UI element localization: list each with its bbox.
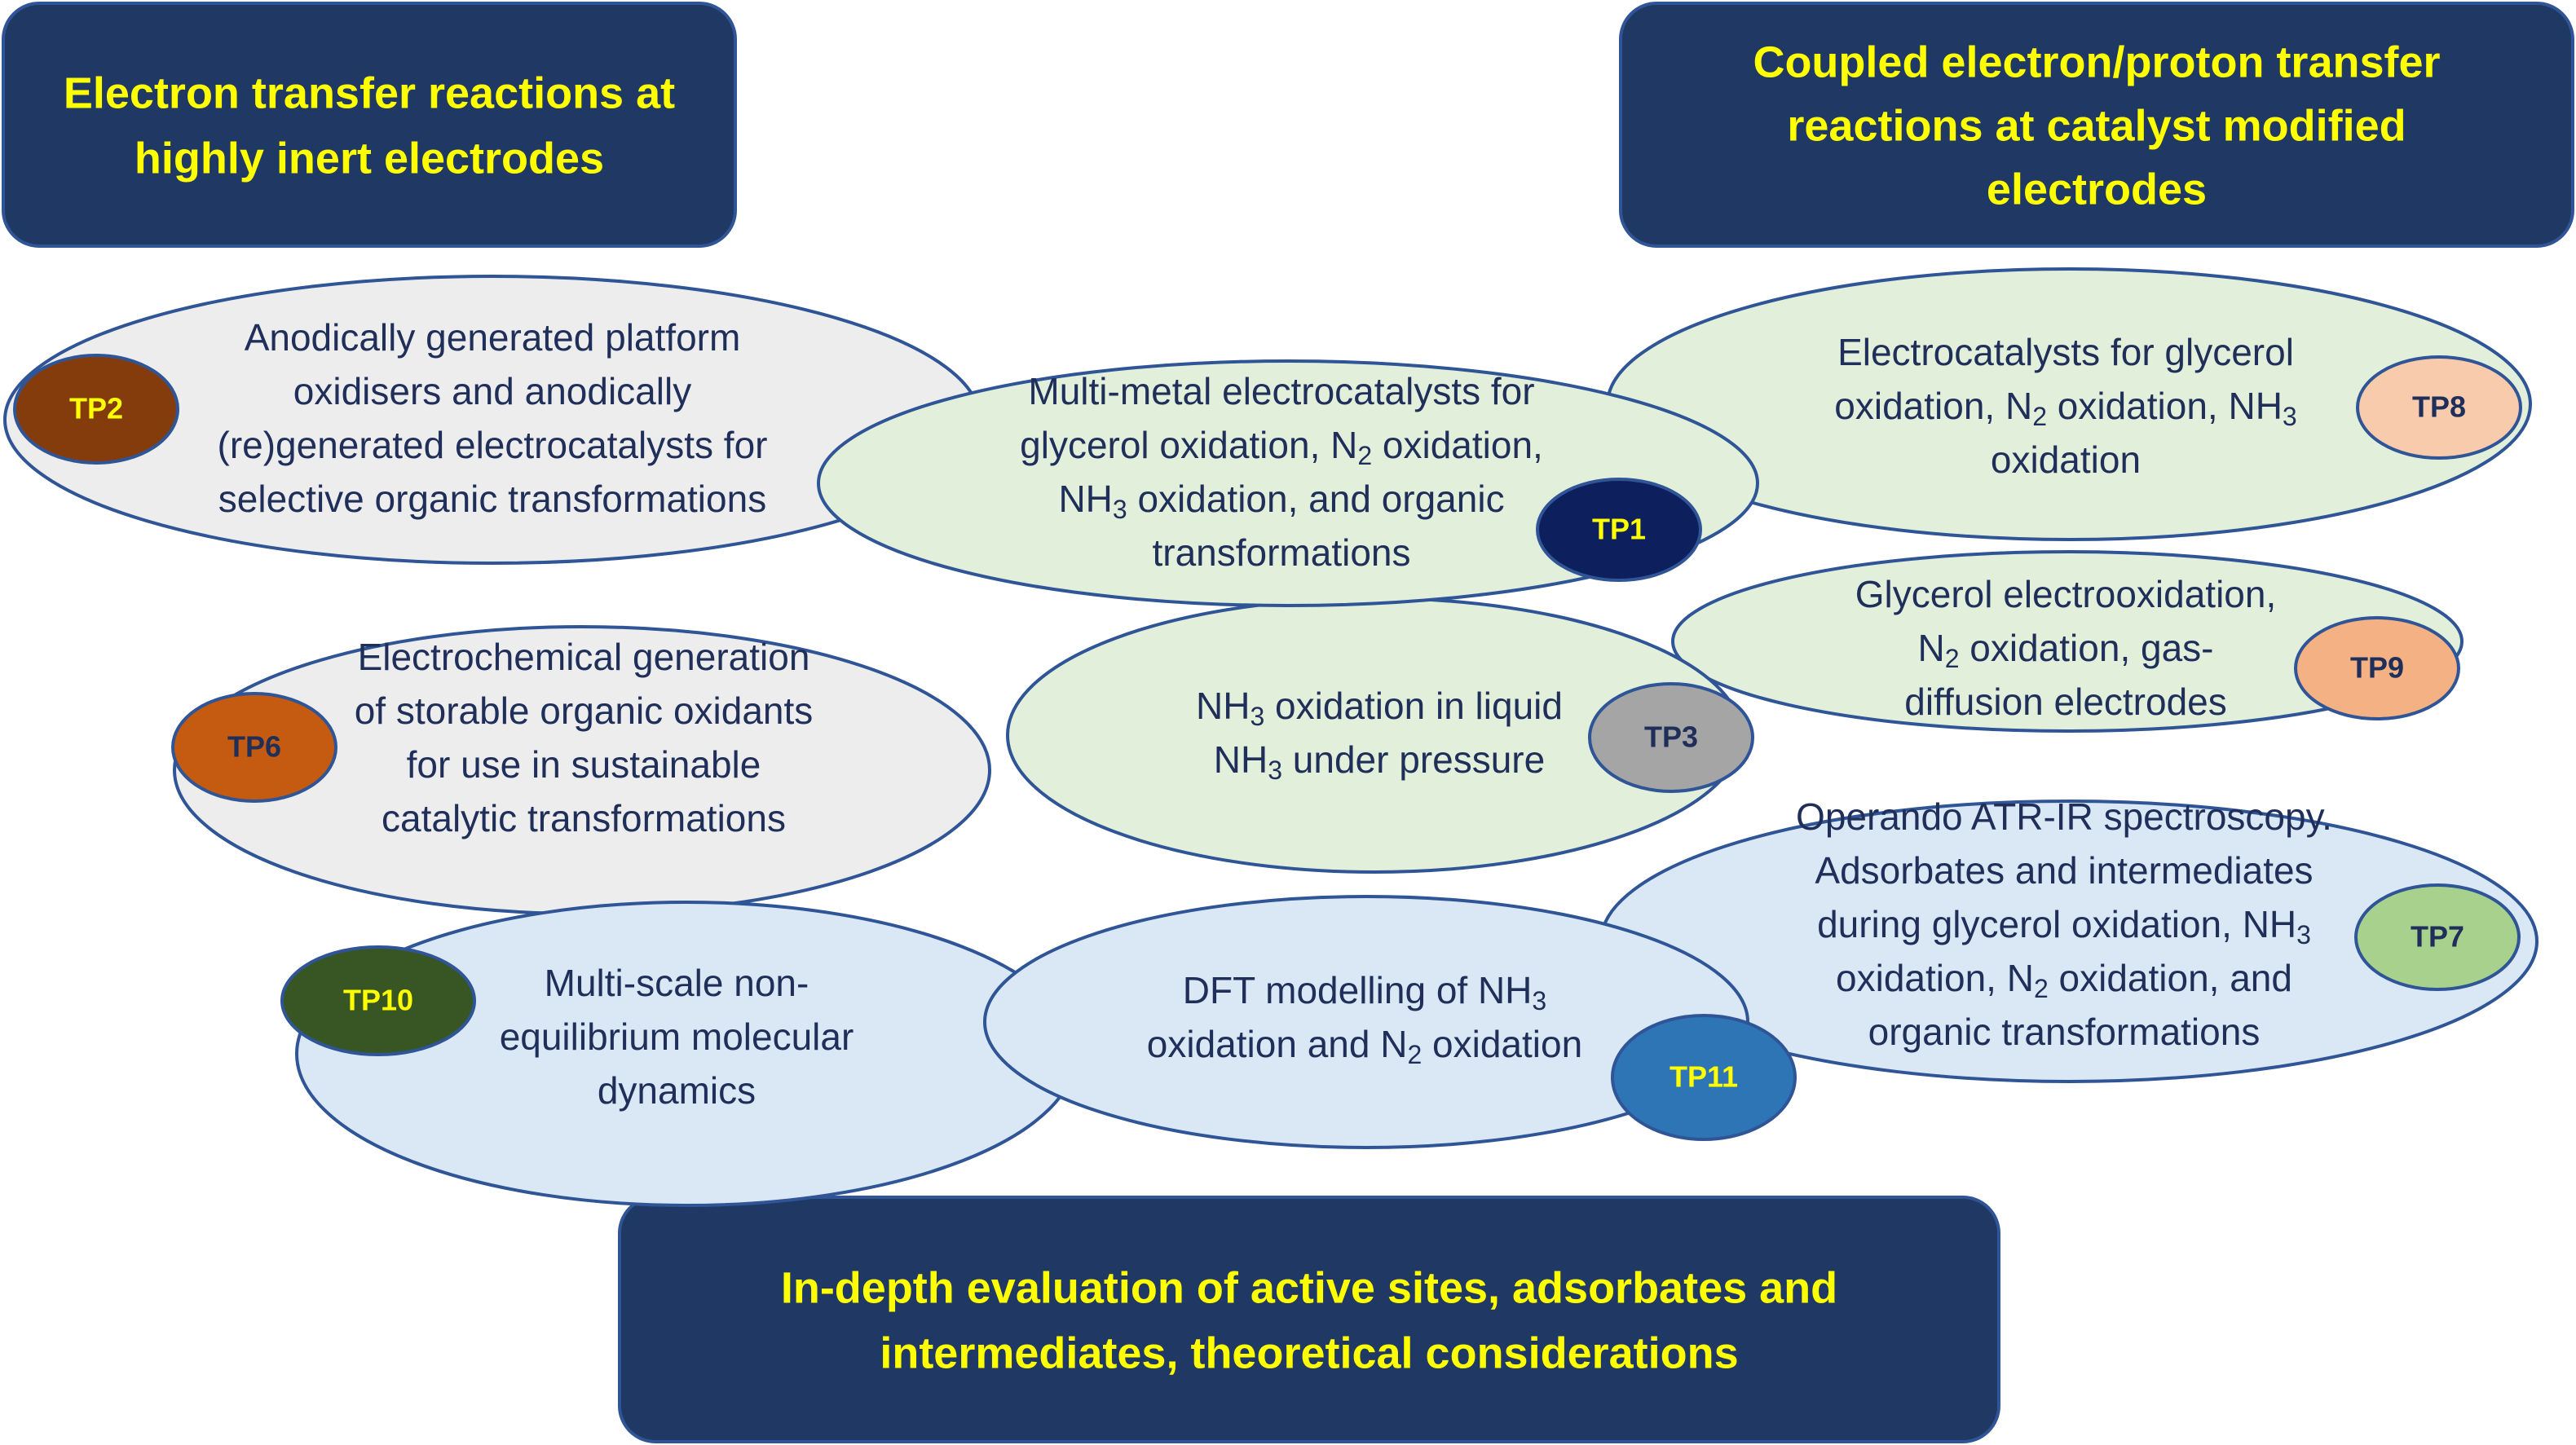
badge-label: TP3	[1644, 720, 1698, 754]
header-line: electrodes	[1987, 165, 2207, 214]
hdr-inert-box: Electron transfer reactions at highly ine…	[2, 2, 737, 248]
tp1-description: Multi-metal electrocatalysts for glycerol…	[1020, 370, 1543, 574]
badge-label: TP8	[2412, 390, 2466, 424]
description-line: oxidation	[1991, 438, 2141, 481]
description-line: catalytic transformations	[382, 797, 786, 839]
badge-label: TP1	[1592, 513, 1646, 546]
tp11-badge: TP11	[1611, 1014, 1797, 1141]
header-line: Electron transfer reactions at	[64, 68, 675, 117]
description-line: of storable organic oxidants	[355, 689, 814, 732]
topic-texts: Anodically generated platform oxidisers a…	[218, 316, 2332, 1112]
description-line: equilibrium molecular	[500, 1015, 854, 1058]
tp7-description: Operando ATR-IR spectroscopy. Adsorbates …	[1796, 795, 2332, 1053]
tp10-badge: TP10	[280, 945, 476, 1056]
tp8-description: Electrocatalysts for glycerol oxidation, …	[1834, 331, 2296, 481]
header-box-background	[618, 1196, 2000, 1443]
badge-label: TP2	[69, 392, 123, 425]
description-line: (re)generated electrocatalysts for	[218, 424, 768, 466]
badge-background	[171, 692, 337, 803]
tp1-badge: TP1	[1536, 478, 1702, 582]
description-line: transformations	[1152, 531, 1410, 574]
description-line: NH3​ under pressure	[1214, 738, 1545, 785]
header-line: intermediates, theoretical consideration…	[880, 1328, 1738, 1377]
description-line: glycerol oxidation, N2​ oxidation,	[1020, 424, 1543, 470]
header-line: reactions at catalyst modified	[1787, 101, 2406, 150]
description-line: for use in sustainable	[407, 743, 761, 786]
hdr-evaluation-box: In-depth evaluation of active sites, ads…	[618, 1196, 2000, 1443]
badge-background	[2356, 355, 2522, 460]
tp3-badge: TP3	[1588, 682, 1754, 793]
topic-ellipses	[3, 267, 2539, 1207]
description-line: Multi-scale non-	[545, 962, 809, 1004]
description-line: Anodically generated platform	[245, 316, 741, 359]
badge-label: TP6	[227, 730, 281, 764]
description-line: DFT modelling of NH3​	[1183, 969, 1546, 1015]
tp10-description: Multi-scale non-equilibrium molecular dyn…	[500, 962, 854, 1112]
description-line: Electrocatalysts for glycerol	[1837, 331, 2294, 373]
tp6-description: Electrochemical generation of storable or…	[355, 636, 814, 839]
tp9-description: Glycerol electrooxidation, N2​ oxidation,…	[1855, 573, 2276, 723]
tp2-badge: TP2	[13, 354, 179, 465]
tp9-ellipse	[1671, 550, 2464, 733]
header-line: In-depth evaluation of active sites, ads…	[781, 1263, 1837, 1312]
tp6-badge: TP6	[171, 692, 337, 803]
description-line: NH3​ oxidation, and organic	[1058, 478, 1504, 524]
tp8-badge: TP8	[2356, 355, 2522, 460]
badge-background	[1588, 682, 1754, 793]
description-line: oxidisers and anodically	[293, 370, 691, 412]
badge-label: TP7	[2411, 920, 2464, 954]
description-line: selective organic transformations	[218, 478, 766, 520]
badge-background	[1536, 478, 1702, 582]
description-line: oxidation and N2​ oxidation	[1147, 1023, 1582, 1069]
description-line: Electrochemical generation	[358, 636, 810, 678]
badge-label: TP9	[2350, 651, 2404, 685]
description-line: Operando ATR-IR spectroscopy.	[1796, 795, 2332, 838]
description-line: organic transformations	[1868, 1011, 2261, 1053]
badge-background	[280, 945, 476, 1056]
tp1-ellipse	[817, 359, 1759, 607]
tp2-description: Anodically generated platform oxidisers a…	[218, 316, 768, 520]
badge-background	[2294, 616, 2460, 720]
badge-background	[2354, 883, 2521, 991]
badge-background	[13, 354, 179, 465]
badge-background	[1611, 1014, 1797, 1141]
header-line: Coupled electron/proton transfer	[1753, 37, 2440, 86]
hdr-coupled-box: Coupled electron/proton transfer reaction…	[1619, 2, 2574, 248]
tp9-badge: TP9	[2294, 616, 2460, 720]
header-box-background	[1619, 2, 2574, 248]
tp11-description: DFT modelling of NH3​ oxidation and N2​ o…	[1147, 969, 1582, 1069]
header-line: highly inert electrodes	[135, 134, 604, 183]
description-line: NH3​ oxidation in liquid	[1196, 685, 1563, 731]
header-box-background	[2, 2, 737, 248]
description-line: N2​ oxidation, gas-	[1918, 627, 2214, 673]
description-line: Glycerol electrooxidation,	[1855, 573, 2276, 615]
description-line: during glycerol oxidation, NH3​	[1817, 903, 2311, 949]
description-line: Adsorbates and intermediates	[1815, 849, 2313, 892]
description-line: Multi-metal electrocatalysts for	[1028, 370, 1534, 412]
description-line: oxidation, N2​ oxidation, and	[1836, 957, 2292, 1003]
description-line: oxidation, N2​ oxidation, NH3​	[1834, 385, 2296, 431]
tp7-badge: TP7	[2354, 883, 2521, 991]
description-line: diffusion electrodes	[1904, 681, 2227, 723]
badge-label: TP10	[343, 984, 413, 1017]
description-line: dynamics	[598, 1069, 756, 1112]
badge-label: TP11	[1670, 1060, 1738, 1094]
